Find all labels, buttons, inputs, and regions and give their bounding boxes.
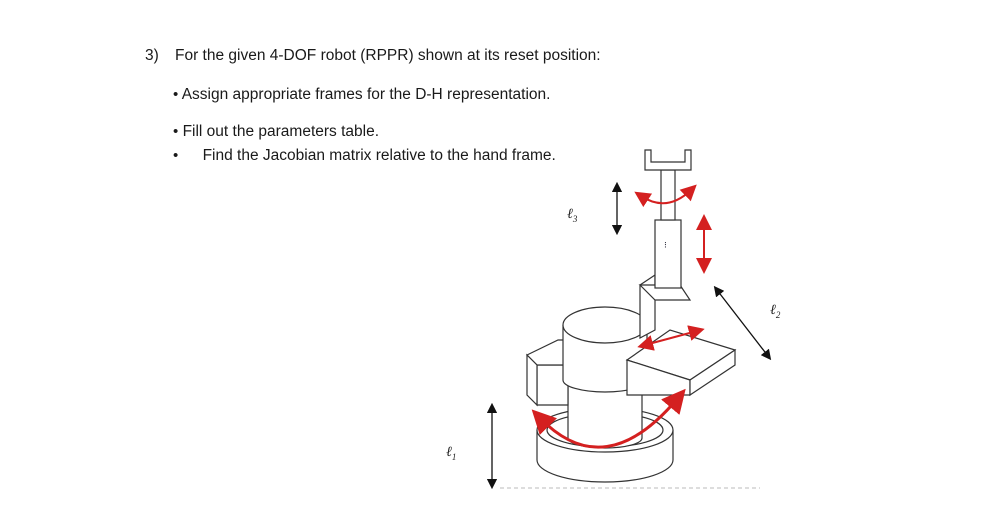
wrist-shaft [660,169,676,221]
l2-arrow [713,285,772,361]
upper-cylinder-top [562,306,648,344]
bullet-item-jacobian: • Find the Jacobian matrix relative to t… [173,147,556,165]
bullet-text: Fill out the parameters table. [182,123,380,140]
bullet-item-frames: • Assign appropriate frames for the D-H … [173,86,550,104]
bullet-marker: • [173,123,179,140]
arm-prismatic-arrow [637,325,705,351]
bullet-marker: • [173,86,179,103]
wrist-rotation-arrow [634,184,697,208]
label-l1: ℓ1 [446,445,456,462]
base-rotation-arrow [531,388,686,449]
bullet-text: Find the Jacobian matrix relative to the… [202,147,556,164]
bullet-item-table: • Fill out the parameters table. [173,123,379,141]
gripper [644,149,692,171]
label-l3: ℓ3 [567,207,578,224]
column-mark: ⁝ [664,240,667,250]
bullet-text: Assign appropriate frames for the D-H re… [181,86,551,103]
label-l2: ℓ2 [770,303,781,320]
question-text: For the given 4-DOF robot (RPPR) shown a… [175,47,601,64]
prismatic-column [654,219,682,289]
question-number: 3) [145,47,159,64]
bullet-marker: • [173,147,179,164]
question-line: 3) For the given 4-DOF robot (RPPR) shown… [145,47,601,65]
